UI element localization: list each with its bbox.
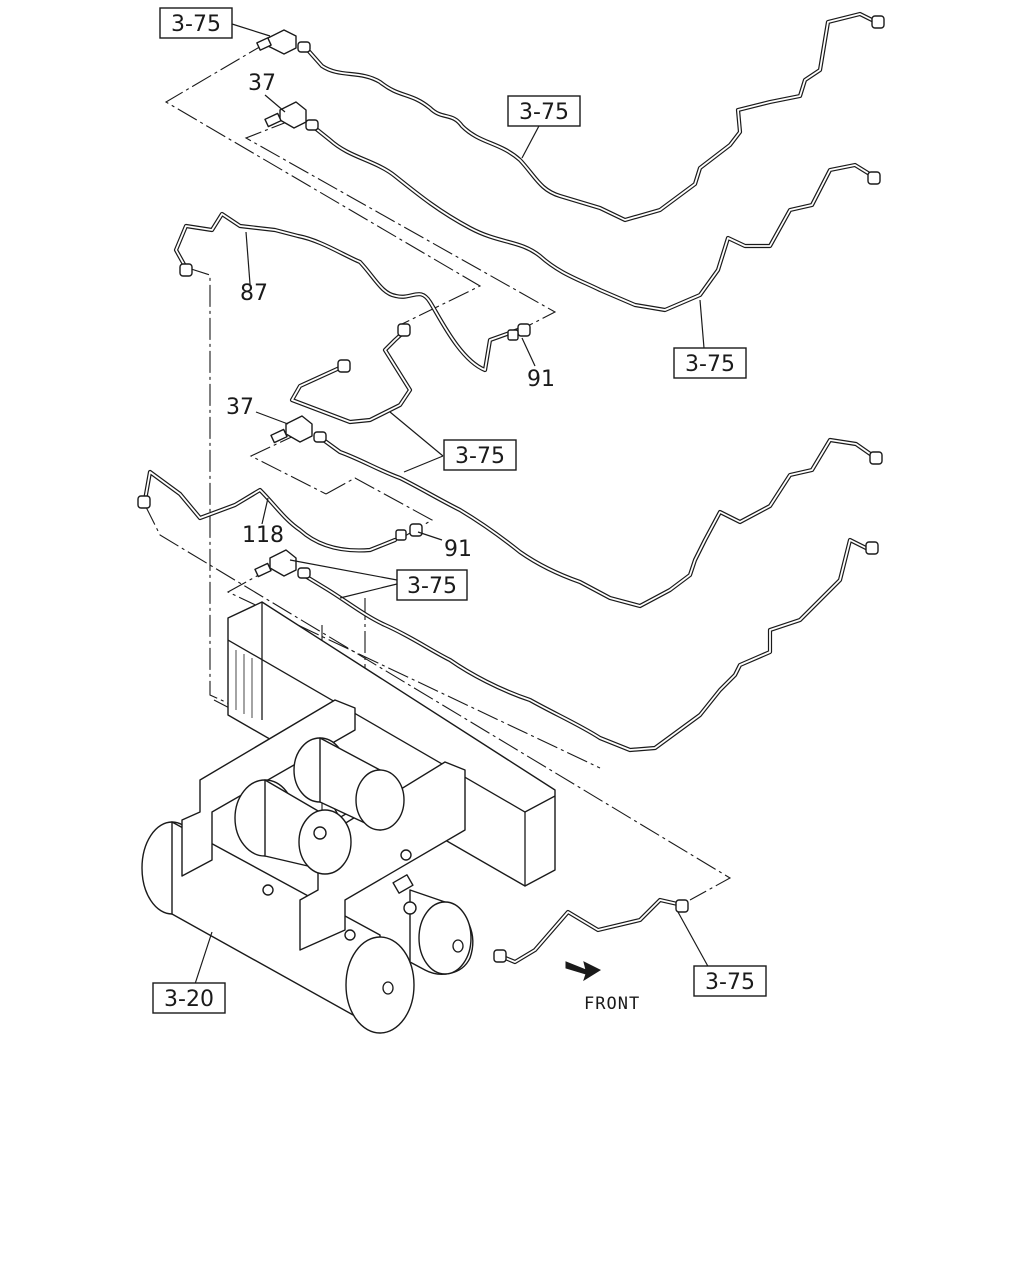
front-direction-indicator: FRONT (565, 961, 640, 1014)
callout-ref-lower: 3-75 (396, 569, 468, 601)
callout-text: 3-75 (455, 444, 505, 469)
callout-ref-mid-top: 3-75 (507, 95, 581, 127)
air-tank-assembly (141, 699, 474, 1034)
callout-text: 3-75 (407, 574, 457, 599)
part-number-37-a: 37 (248, 71, 276, 96)
pipe-fittings (137, 15, 885, 963)
callout-ref-bottom-right: 3-75 (693, 965, 767, 997)
callout-ref-top-left: 3-75 (159, 7, 233, 39)
callout-text: 3-75 (685, 352, 735, 377)
callout-ref-center: 3-75 (443, 439, 517, 471)
arrow-right-icon (565, 961, 602, 982)
part-number-91-b: 91 (444, 537, 472, 562)
frame-rail (227, 601, 556, 887)
callout-text: 3-75 (705, 970, 755, 995)
callout-text: 3-75 (171, 12, 221, 37)
callout-text: 3-20 (164, 987, 214, 1012)
callout-ref-tank: 3-20 (152, 982, 226, 1014)
leader-lines (194, 23, 711, 985)
part-number-87: 87 (240, 281, 268, 306)
front-label: FRONT (584, 994, 640, 1014)
callout-text: 3-75 (519, 100, 569, 125)
part-number-118: 118 (242, 523, 284, 548)
part-number-37-b: 37 (226, 395, 254, 420)
part-number-91-a: 91 (527, 367, 555, 392)
air-pipes (142, 11, 883, 965)
callout-ref-right-mid: 3-75 (673, 347, 747, 379)
